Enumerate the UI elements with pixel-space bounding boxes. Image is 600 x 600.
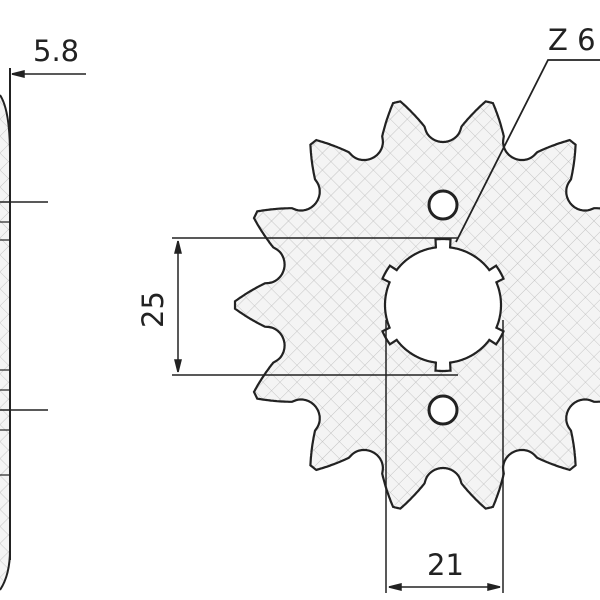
sprocket-front-view: [233, 100, 600, 510]
thickness-label: 5.8: [33, 34, 79, 68]
spline-height-label: 25: [136, 291, 170, 328]
tooth-count-leader: [455, 59, 600, 243]
spline-height-dimension: [172, 237, 458, 376]
spline-width-dimension: [385, 320, 504, 593]
bolt-hole-top: [427, 189, 459, 221]
sprocket-outline: [233, 100, 600, 510]
tooth-count-label: Z 6: [548, 23, 596, 57]
spline-width-label: 21: [427, 548, 464, 582]
side-view: [0, 68, 48, 591]
thickness-dimension: [11, 70, 86, 78]
bolt-hole-bottom: [427, 394, 459, 426]
